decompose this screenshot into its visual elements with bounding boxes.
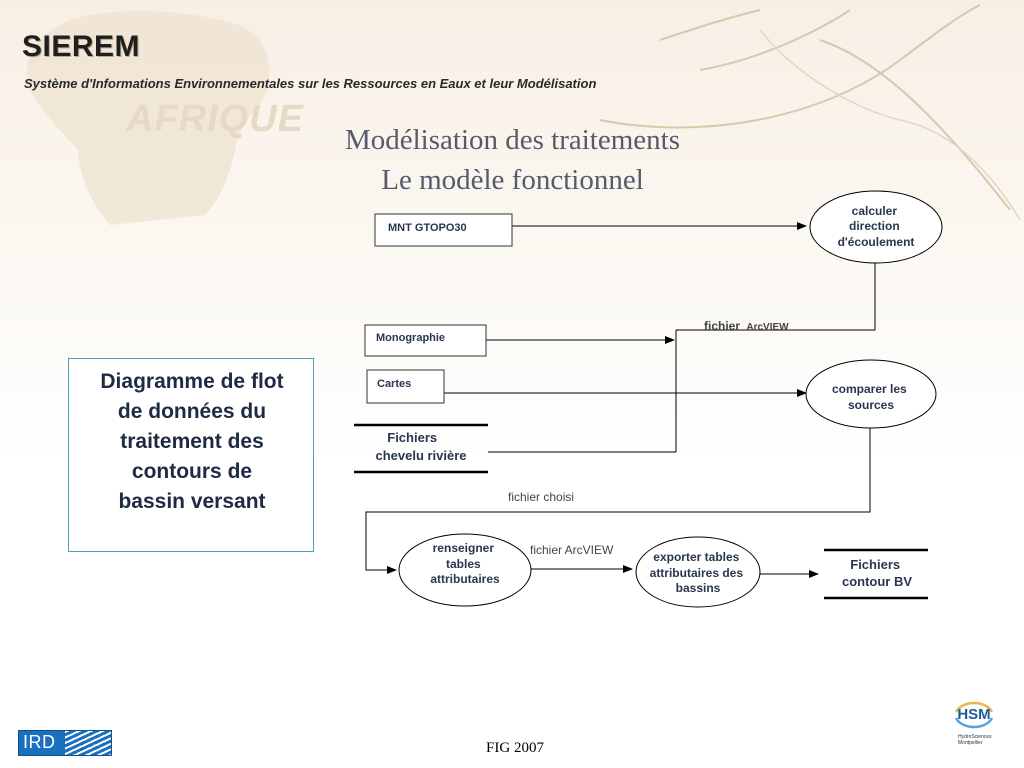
node-renseigner: renseigner tables attributaires — [398, 533, 532, 607]
label-fichier-arcview-top-prefix: fichier — [704, 319, 740, 333]
node-monographie: Monographie — [364, 324, 487, 357]
slide-title-line-1: Modélisation des traitements — [344, 124, 681, 156]
svg-text:exporter tables attrib: exporter tables attributaires des bassin… — [650, 550, 747, 595]
node-renseigner-line-3: attributaires — [430, 572, 500, 586]
node-comparer-line-2: sources — [848, 398, 894, 412]
brand-region: AFRIQUE — [126, 98, 304, 140]
caption-box: Diagramme de flot de données du traiteme… — [68, 358, 314, 552]
label-fichier-arcview-bottom: fichier ArcVIEW — [530, 543, 614, 557]
hsm-logo-text: HSM — [957, 706, 991, 723]
hsm-swoosh-icon — [954, 701, 994, 729]
node-cartes: Cartes — [366, 369, 445, 404]
svg-text:calculer direction: calculer direction d'écoulement — [838, 204, 915, 249]
node-fichiers-contour-line-1: Fichiers — [850, 557, 900, 572]
label-fichier-arcview-top: fichier ArcVIEW — [704, 319, 789, 333]
svg-text:renseigner tables: renseigner tables attributaires — [430, 541, 500, 586]
node-calculer-line-1: calculer — [852, 204, 898, 218]
node-cartes-label: Cartes — [377, 378, 411, 390]
node-exporter-line-2: attributaires des — [650, 566, 744, 580]
node-fichiers-chevelu-line-1: Fichiers — [387, 430, 437, 445]
hsm-logo-subtext: HydroSciences Montpellier — [958, 734, 992, 746]
node-calculer-line-2: direction — [849, 219, 900, 233]
node-exporter-line-3: bassins — [676, 581, 721, 595]
node-renseigner-line-1: renseigner — [433, 541, 495, 555]
hsm-logo: HSM HydroSciences Montpellier — [952, 698, 1012, 750]
node-monographie-label: Monographie — [376, 332, 445, 344]
label-fichier-choisi: fichier choisi — [508, 490, 574, 504]
node-comparer: comparer les sources — [805, 359, 937, 429]
label-fichier-arcview-top-suffix: ArcVIEW — [746, 322, 789, 333]
node-mnt-label: MNT GTOPO30 — [388, 222, 467, 234]
svg-text:comparer les sources: comparer les sources — [832, 382, 910, 412]
footer-text: FIG 2007 — [486, 740, 544, 756]
node-renseigner-line-2: tables — [446, 557, 481, 571]
africa-map-background — [26, 4, 1021, 226]
slide-title-line-2: Le modèle fonctionnel — [381, 164, 644, 196]
node-mnt: MNT GTOPO30 — [374, 213, 513, 247]
node-fichiers-contour-line-2: contour BV — [842, 574, 912, 589]
ird-logo-text: IRD — [23, 732, 56, 752]
ird-logo: IRD — [18, 730, 112, 756]
brand-name: SIEREM — [22, 30, 141, 63]
node-comparer-line-1: comparer les — [832, 382, 907, 396]
node-calculer: calculer direction d'écoulement — [809, 190, 943, 264]
edge-comparer-to-renseigner — [365, 428, 871, 574]
svg-text:Fichiers contour BV: Fichiers contour BV — [842, 557, 912, 589]
node-exporter: exporter tables attributaires des bassin… — [635, 536, 761, 608]
edge-calculer-to-merge — [676, 262, 876, 331]
node-fichiers-chevelu-line-2: chevelu rivière — [375, 448, 466, 463]
svg-text:Fichiers chevelu riviè: Fichiers chevelu rivière — [375, 430, 466, 463]
node-calculer-line-3: d'écoulement — [838, 235, 915, 249]
node-exporter-line-1: exporter tables — [653, 550, 739, 564]
caption-text: Diagramme de flot de données du traiteme… — [100, 370, 284, 513]
node-fichiers-chevelu: Fichiers chevelu rivière — [354, 423, 488, 474]
node-fichiers-contour: Fichiers contour BV — [824, 548, 928, 600]
brand-tagline: Système d'Informations Environnementales… — [24, 76, 597, 91]
ird-stripes-icon — [65, 731, 111, 755]
